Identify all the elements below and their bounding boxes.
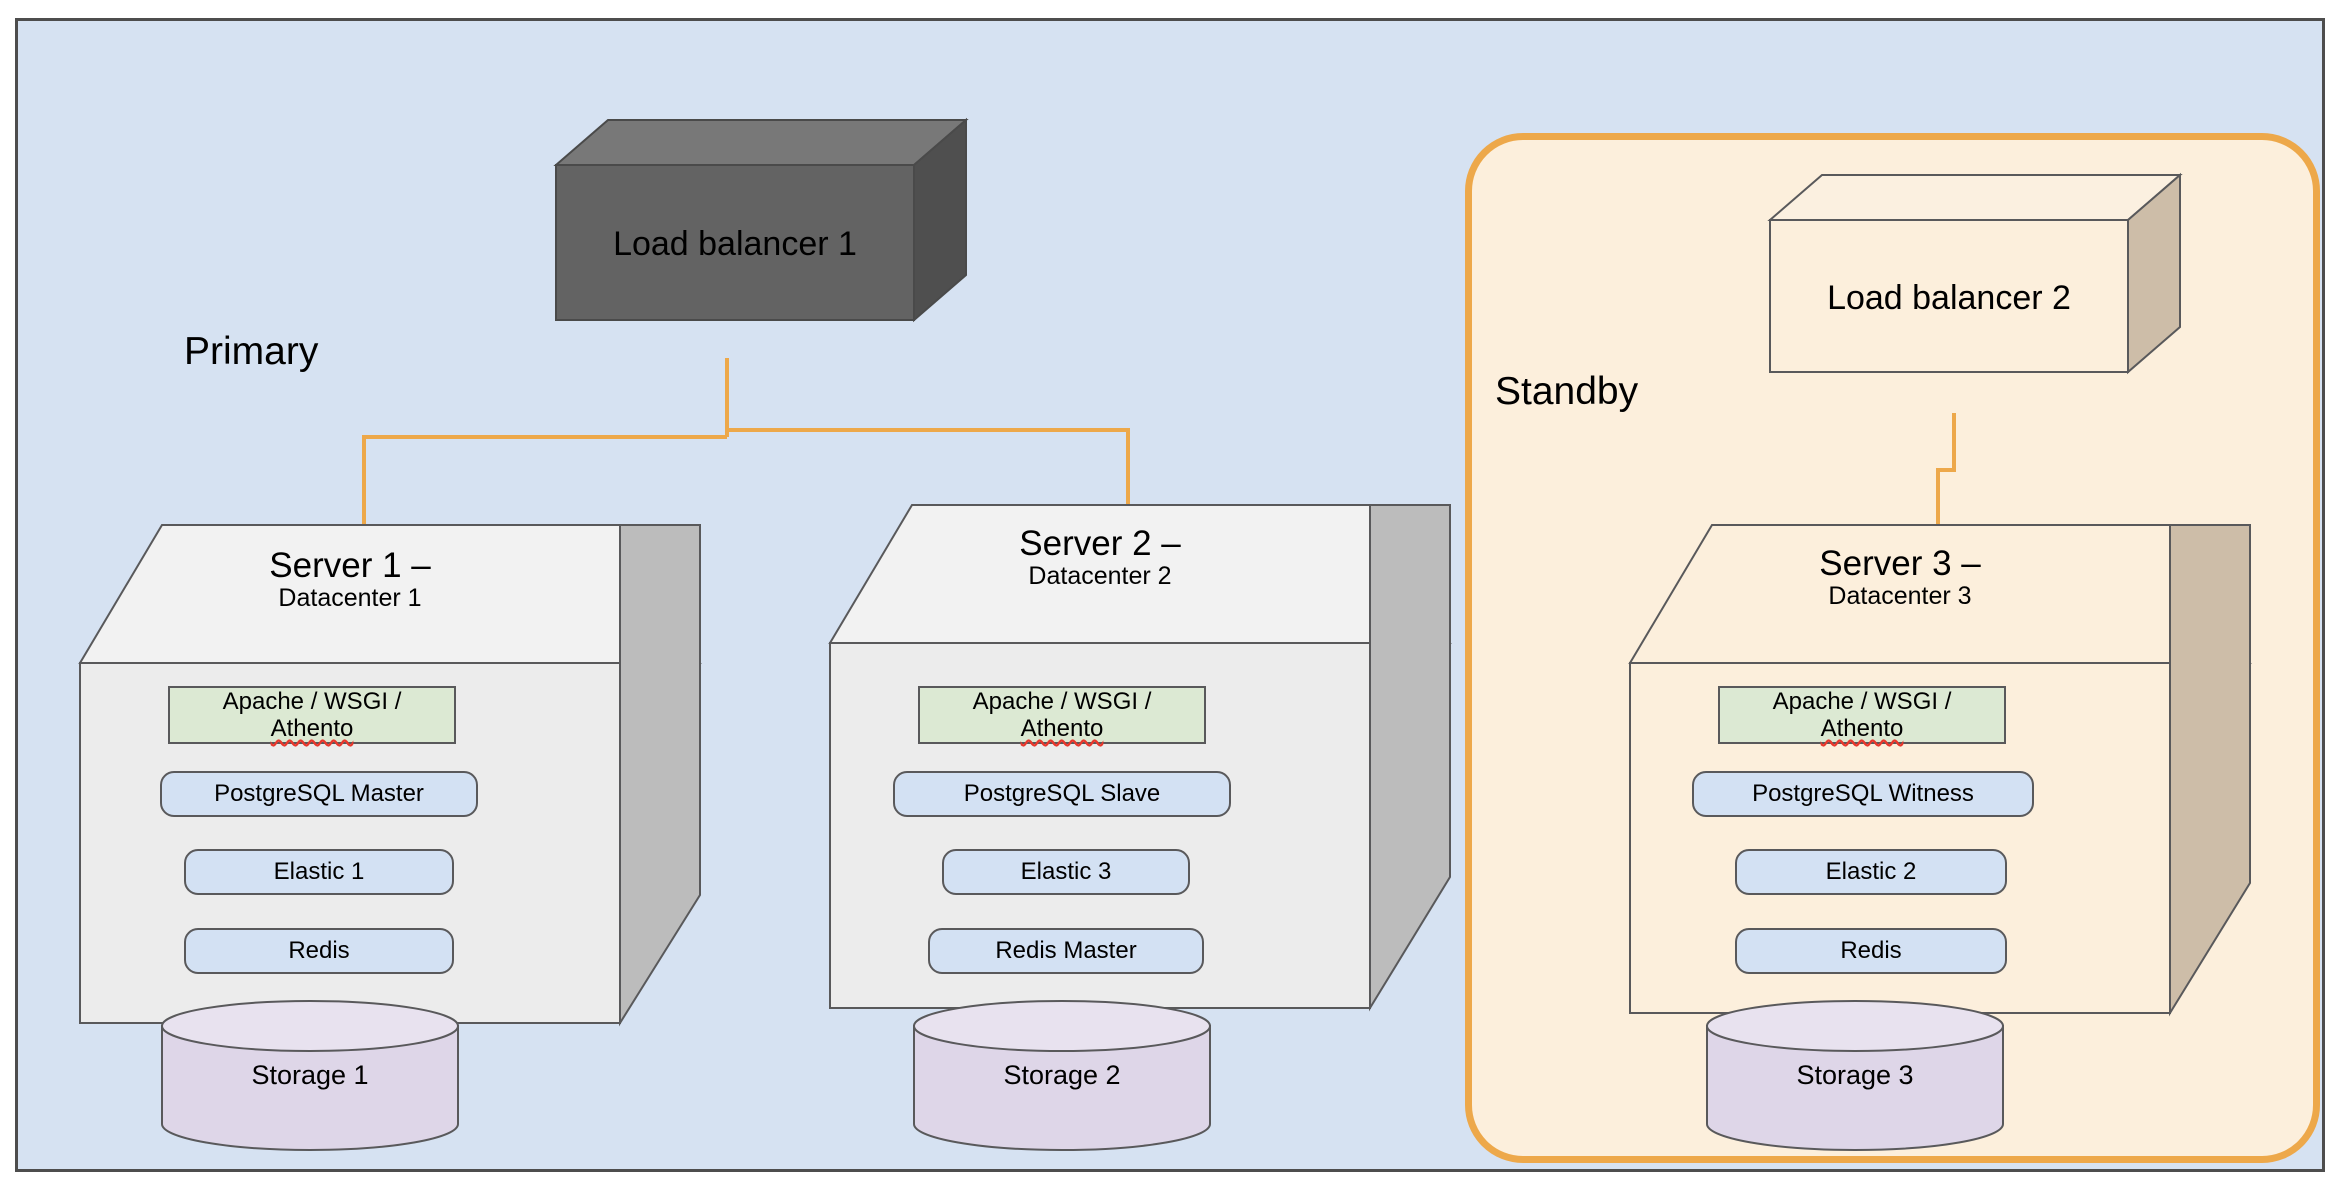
server-2-service-redis[interactable]: Redis Master	[928, 928, 1204, 974]
server-1-service-elastic[interactable]: Elastic 1	[184, 849, 454, 895]
storage-2-node[interactable]: Storage 2	[912, 1000, 1212, 1151]
server-3-service-elastic-label: Elastic 2	[1825, 858, 1917, 886]
server2-side-face	[1369, 504, 1451, 1012]
storage-1-node[interactable]: Storage 1	[160, 1000, 460, 1151]
server-1-service-apache-line2: Athento	[270, 715, 354, 742]
zone-label-primary: Primary	[184, 330, 319, 373]
lb2-front-face	[1769, 219, 2129, 373]
server-2-service-apache[interactable]: Apache / WSGI / Athento	[918, 686, 1206, 744]
server3-side-face	[2169, 524, 2251, 1017]
zone-label-standby: Standby	[1495, 370, 1639, 413]
lb1-top-face	[553, 119, 969, 166]
storage-1-top-ellipse	[161, 1000, 459, 1052]
storage-3-node[interactable]: Storage 3	[1705, 1000, 2005, 1151]
server-2-service-elastic-label: Elastic 3	[1020, 858, 1112, 886]
storage-2-top-ellipse	[913, 1000, 1211, 1052]
server-2-service-apache-line2: Athento	[1020, 715, 1104, 742]
server1-top-face	[78, 524, 702, 664]
server-1-service-postgres[interactable]: PostgreSQL Master	[160, 771, 478, 817]
load-balancer-2-node[interactable]: Load balancer 2	[1767, 172, 2183, 410]
storage-2-body	[913, 1025, 1211, 1151]
server-3-service-redis-label: Redis	[1840, 937, 1902, 965]
server-1-service-redis-label: Redis	[288, 937, 350, 965]
storage-3-top-ellipse	[1706, 1000, 2004, 1052]
server-3-service-elastic[interactable]: Elastic 2	[1735, 849, 2007, 895]
server-2-service-redis-label: Redis Master	[995, 937, 1137, 965]
server-3-service-postgres-label: PostgreSQL Witness	[1752, 780, 1974, 808]
server-1-service-apache[interactable]: Apache / WSGI / Athento	[168, 686, 456, 744]
server-3-service-apache-line1: Apache / WSGI /	[1772, 687, 1952, 715]
storage-3-body	[1706, 1025, 2004, 1151]
server-1-service-postgres-label: PostgreSQL Master	[214, 780, 424, 808]
server-2-service-apache-line1: Apache / WSGI /	[972, 687, 1152, 715]
server-3-service-redis[interactable]: Redis	[1735, 928, 2007, 974]
server-3-service-apache[interactable]: Apache / WSGI / Athento	[1718, 686, 2006, 744]
server-2-service-postgres[interactable]: PostgreSQL Slave	[893, 771, 1231, 817]
lb2-top-face	[1767, 174, 2183, 221]
server-3-service-apache-line2: Athento	[1820, 715, 1904, 742]
lb1-front-face	[555, 164, 915, 321]
server3-top-face	[1628, 524, 2252, 664]
server-1-service-redis[interactable]: Redis	[184, 928, 454, 974]
server-2-service-elastic[interactable]: Elastic 3	[942, 849, 1190, 895]
server-1-service-elastic-label: Elastic 1	[273, 858, 365, 886]
server2-top-face	[828, 504, 1452, 644]
server-1-service-apache-line1: Apache / WSGI /	[222, 687, 402, 715]
server-2-service-postgres-label: PostgreSQL Slave	[963, 780, 1161, 808]
server1-side-face	[619, 524, 701, 1027]
server-3-service-postgres[interactable]: PostgreSQL Witness	[1692, 771, 2034, 817]
load-balancer-1-node[interactable]: Load balancer 1	[553, 117, 969, 360]
storage-1-body	[161, 1025, 459, 1151]
